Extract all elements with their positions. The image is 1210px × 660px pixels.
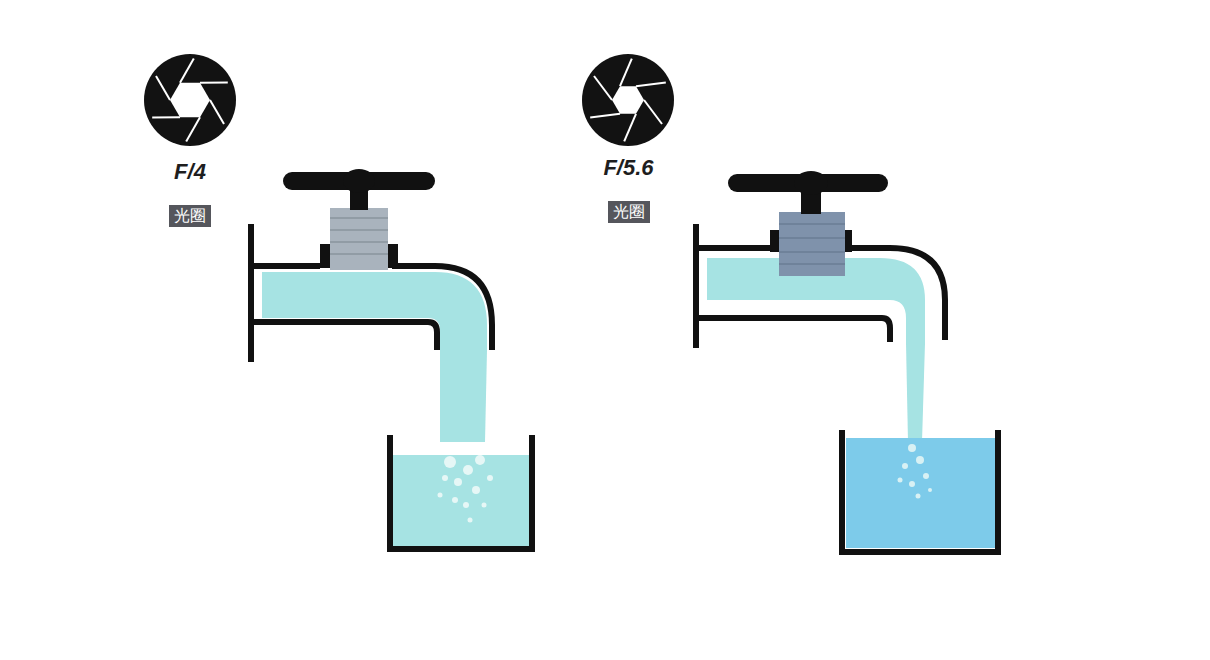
aperture-label: F/5.6 光圈: [601, 156, 656, 223]
f-number: F/4: [167, 160, 213, 184]
faucet-wide: [251, 169, 532, 549]
faucet-narrow: [696, 171, 998, 552]
aperture-icon: [582, 54, 674, 146]
aperture-label: F/4 光圈: [167, 160, 213, 227]
aperture-tag: 光圈: [608, 201, 650, 223]
aperture-icon: [144, 54, 236, 146]
f-number: F/5.6: [601, 156, 656, 180]
aperture-tag: 光圈: [169, 205, 211, 227]
